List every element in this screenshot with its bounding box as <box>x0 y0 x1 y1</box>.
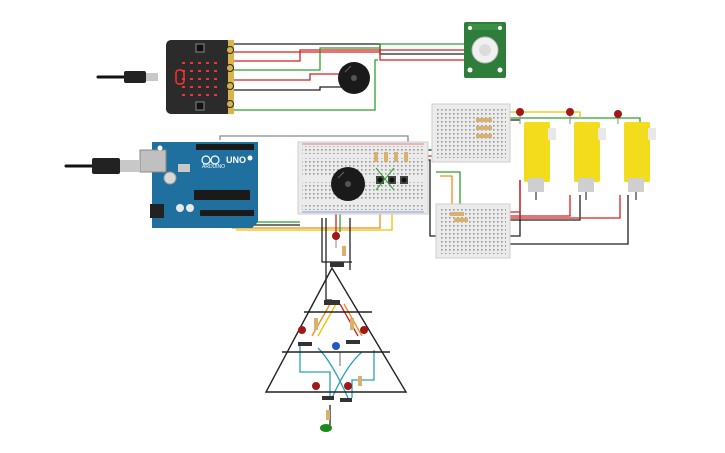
button-a[interactable] <box>195 43 205 53</box>
wire <box>232 86 360 91</box>
arduino-uno-board[interactable]: ARDUINO UNO <box>139 142 258 228</box>
transistor-icon <box>298 262 360 402</box>
wire <box>480 111 581 118</box>
usb-cable-icon <box>96 71 158 83</box>
wire <box>436 171 461 216</box>
led-matrix <box>182 62 217 96</box>
wire <box>311 303 331 337</box>
wire <box>232 59 378 111</box>
arduino-model-label: UNO <box>226 155 246 165</box>
wire <box>480 195 621 219</box>
wire <box>440 175 453 212</box>
wire <box>299 344 331 400</box>
motor-breadboard-bottom[interactable] <box>435 203 511 259</box>
wire <box>232 43 470 71</box>
wire <box>232 51 470 61</box>
button-b[interactable] <box>195 101 205 111</box>
arduino-brand-label: ARDUINO <box>202 164 225 170</box>
wire <box>232 73 345 81</box>
dc-motor-icon[interactable] <box>524 122 556 200</box>
led-icon <box>320 424 332 432</box>
buzzer-icon <box>338 62 370 94</box>
wire <box>339 303 359 337</box>
resistor-icon <box>374 152 408 162</box>
dc-motor-icon[interactable] <box>574 122 606 200</box>
resistor-icon <box>314 246 362 420</box>
led-icon <box>298 232 368 390</box>
wire <box>219 135 409 143</box>
usb-cable-icon <box>64 158 140 174</box>
wire <box>232 43 470 55</box>
motor-breadboard-top[interactable] <box>431 103 511 163</box>
pushbutton-icon[interactable] <box>376 176 408 184</box>
dc-motor-icon[interactable] <box>624 122 656 200</box>
led-icon <box>516 108 622 124</box>
wire <box>317 347 349 399</box>
wire <box>351 350 375 398</box>
pir-sensor-icon[interactable] <box>464 22 506 78</box>
buzzer-icon <box>331 167 365 201</box>
microbit-board[interactable] <box>166 40 234 114</box>
led-icon <box>332 342 340 350</box>
wire <box>331 351 363 399</box>
wire <box>232 49 470 62</box>
wire <box>317 303 337 337</box>
wires <box>219 43 641 425</box>
